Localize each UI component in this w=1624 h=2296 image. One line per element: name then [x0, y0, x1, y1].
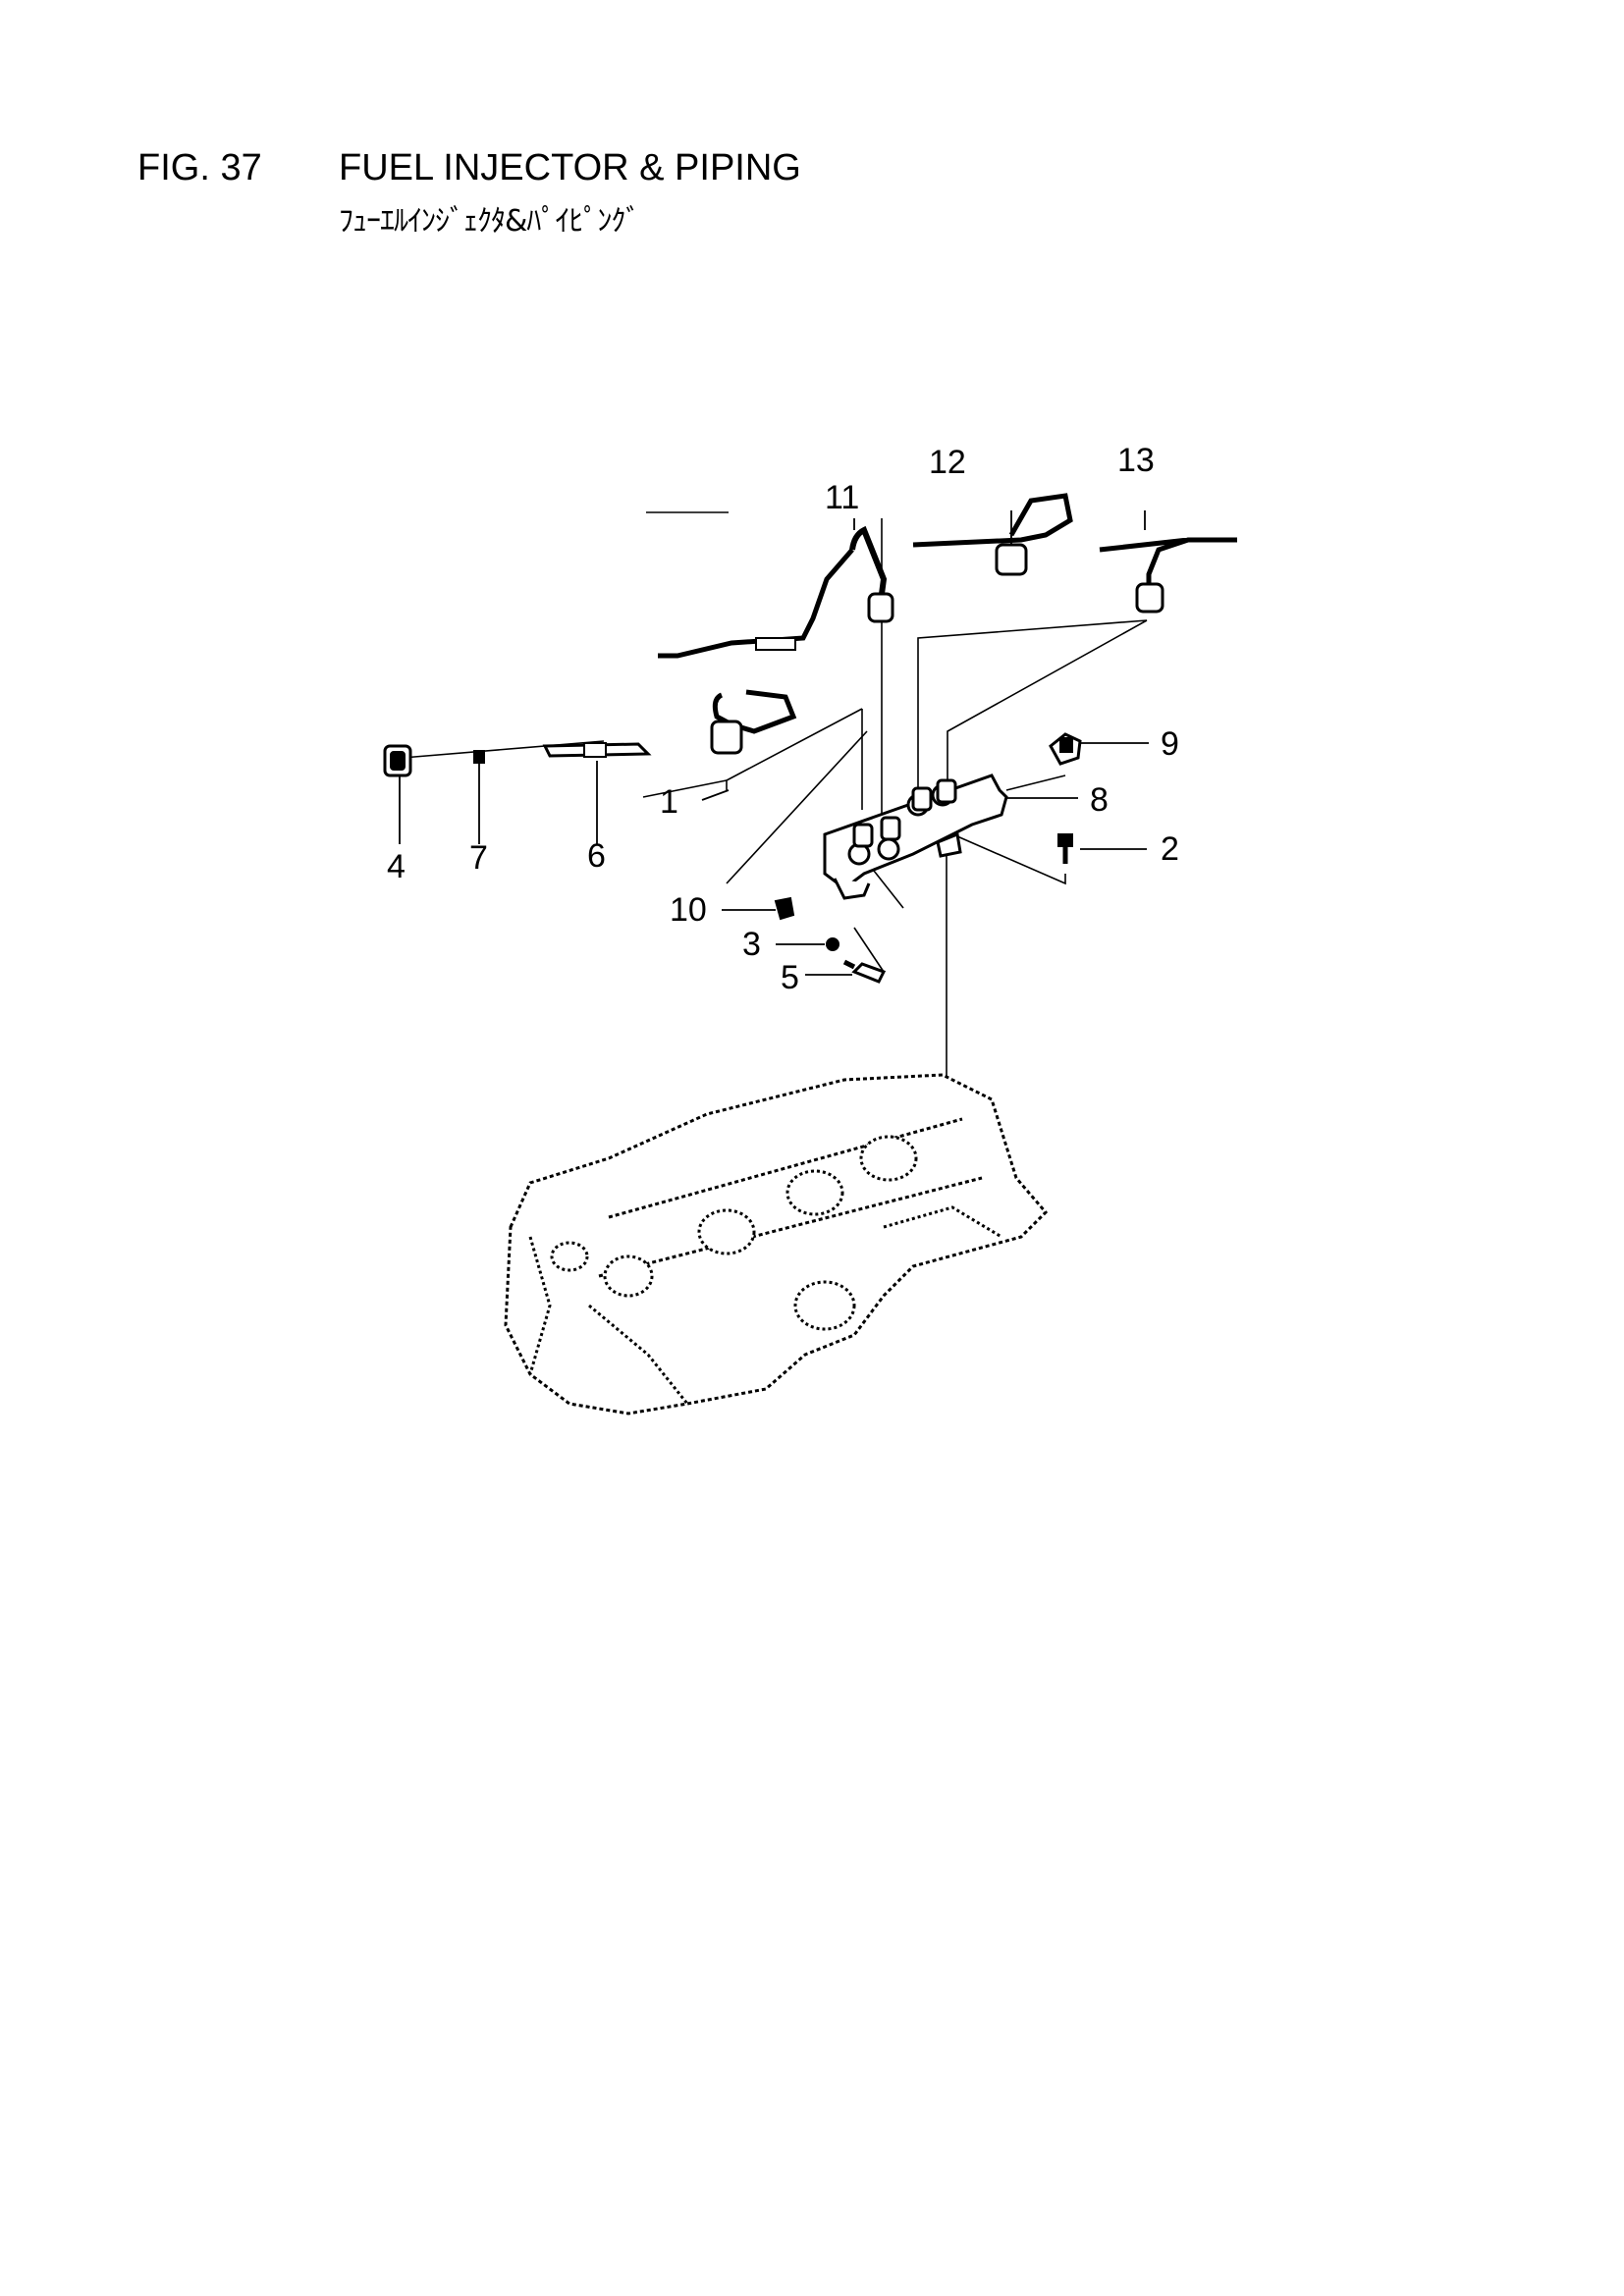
callout-4: 4: [387, 848, 406, 885]
injection-pipe-12: [912, 493, 1073, 576]
leader-lines: [402, 511, 1148, 1109]
figure-subtitle: ﾌｭｰｴﾙｲﾝｼﾞｪｸﾀ&ﾊﾟｲﾋﾟﾝｸﾞ: [339, 204, 640, 239]
callout-10: 10: [670, 891, 707, 929]
common-rail-8: [823, 774, 1008, 900]
injection-pipe-1: [710, 689, 797, 755]
callout-numbers: 1 2 3 4 5 6 7 8 9 10 11 12 13: [387, 442, 1179, 996]
callout-6: 6: [587, 837, 606, 875]
callout-leaders: [399, 510, 1149, 976]
callout-7: 7: [469, 839, 488, 877]
washer-3: [826, 937, 839, 951]
figure-title: FUEL INJECTOR & PIPING: [339, 147, 801, 188]
figure-number: FIG. 37: [137, 147, 262, 188]
injection-pipe-11: [658, 525, 894, 659]
plug-10: [774, 896, 795, 921]
callout-1: 1: [660, 783, 678, 821]
callout-2: 2: [1161, 830, 1179, 868]
callout-9: 9: [1161, 725, 1179, 763]
injection-pipe-13: [1099, 537, 1237, 614]
callout-11: 11: [825, 479, 859, 516]
callout-5: 5: [781, 959, 799, 996]
callout-8: 8: [1090, 781, 1109, 819]
callout-3: 3: [742, 926, 761, 963]
seal-7: [473, 750, 485, 764]
callout-12: 12: [929, 444, 966, 481]
callout-13: 13: [1117, 442, 1155, 479]
injector-6: [542, 742, 652, 758]
pressure-sensor-9: [1049, 732, 1082, 766]
bolt-2: [1057, 833, 1073, 864]
nut-4: [383, 744, 412, 777]
bolt-5: [842, 959, 887, 984]
cylinder-head: [504, 1073, 1049, 1415]
